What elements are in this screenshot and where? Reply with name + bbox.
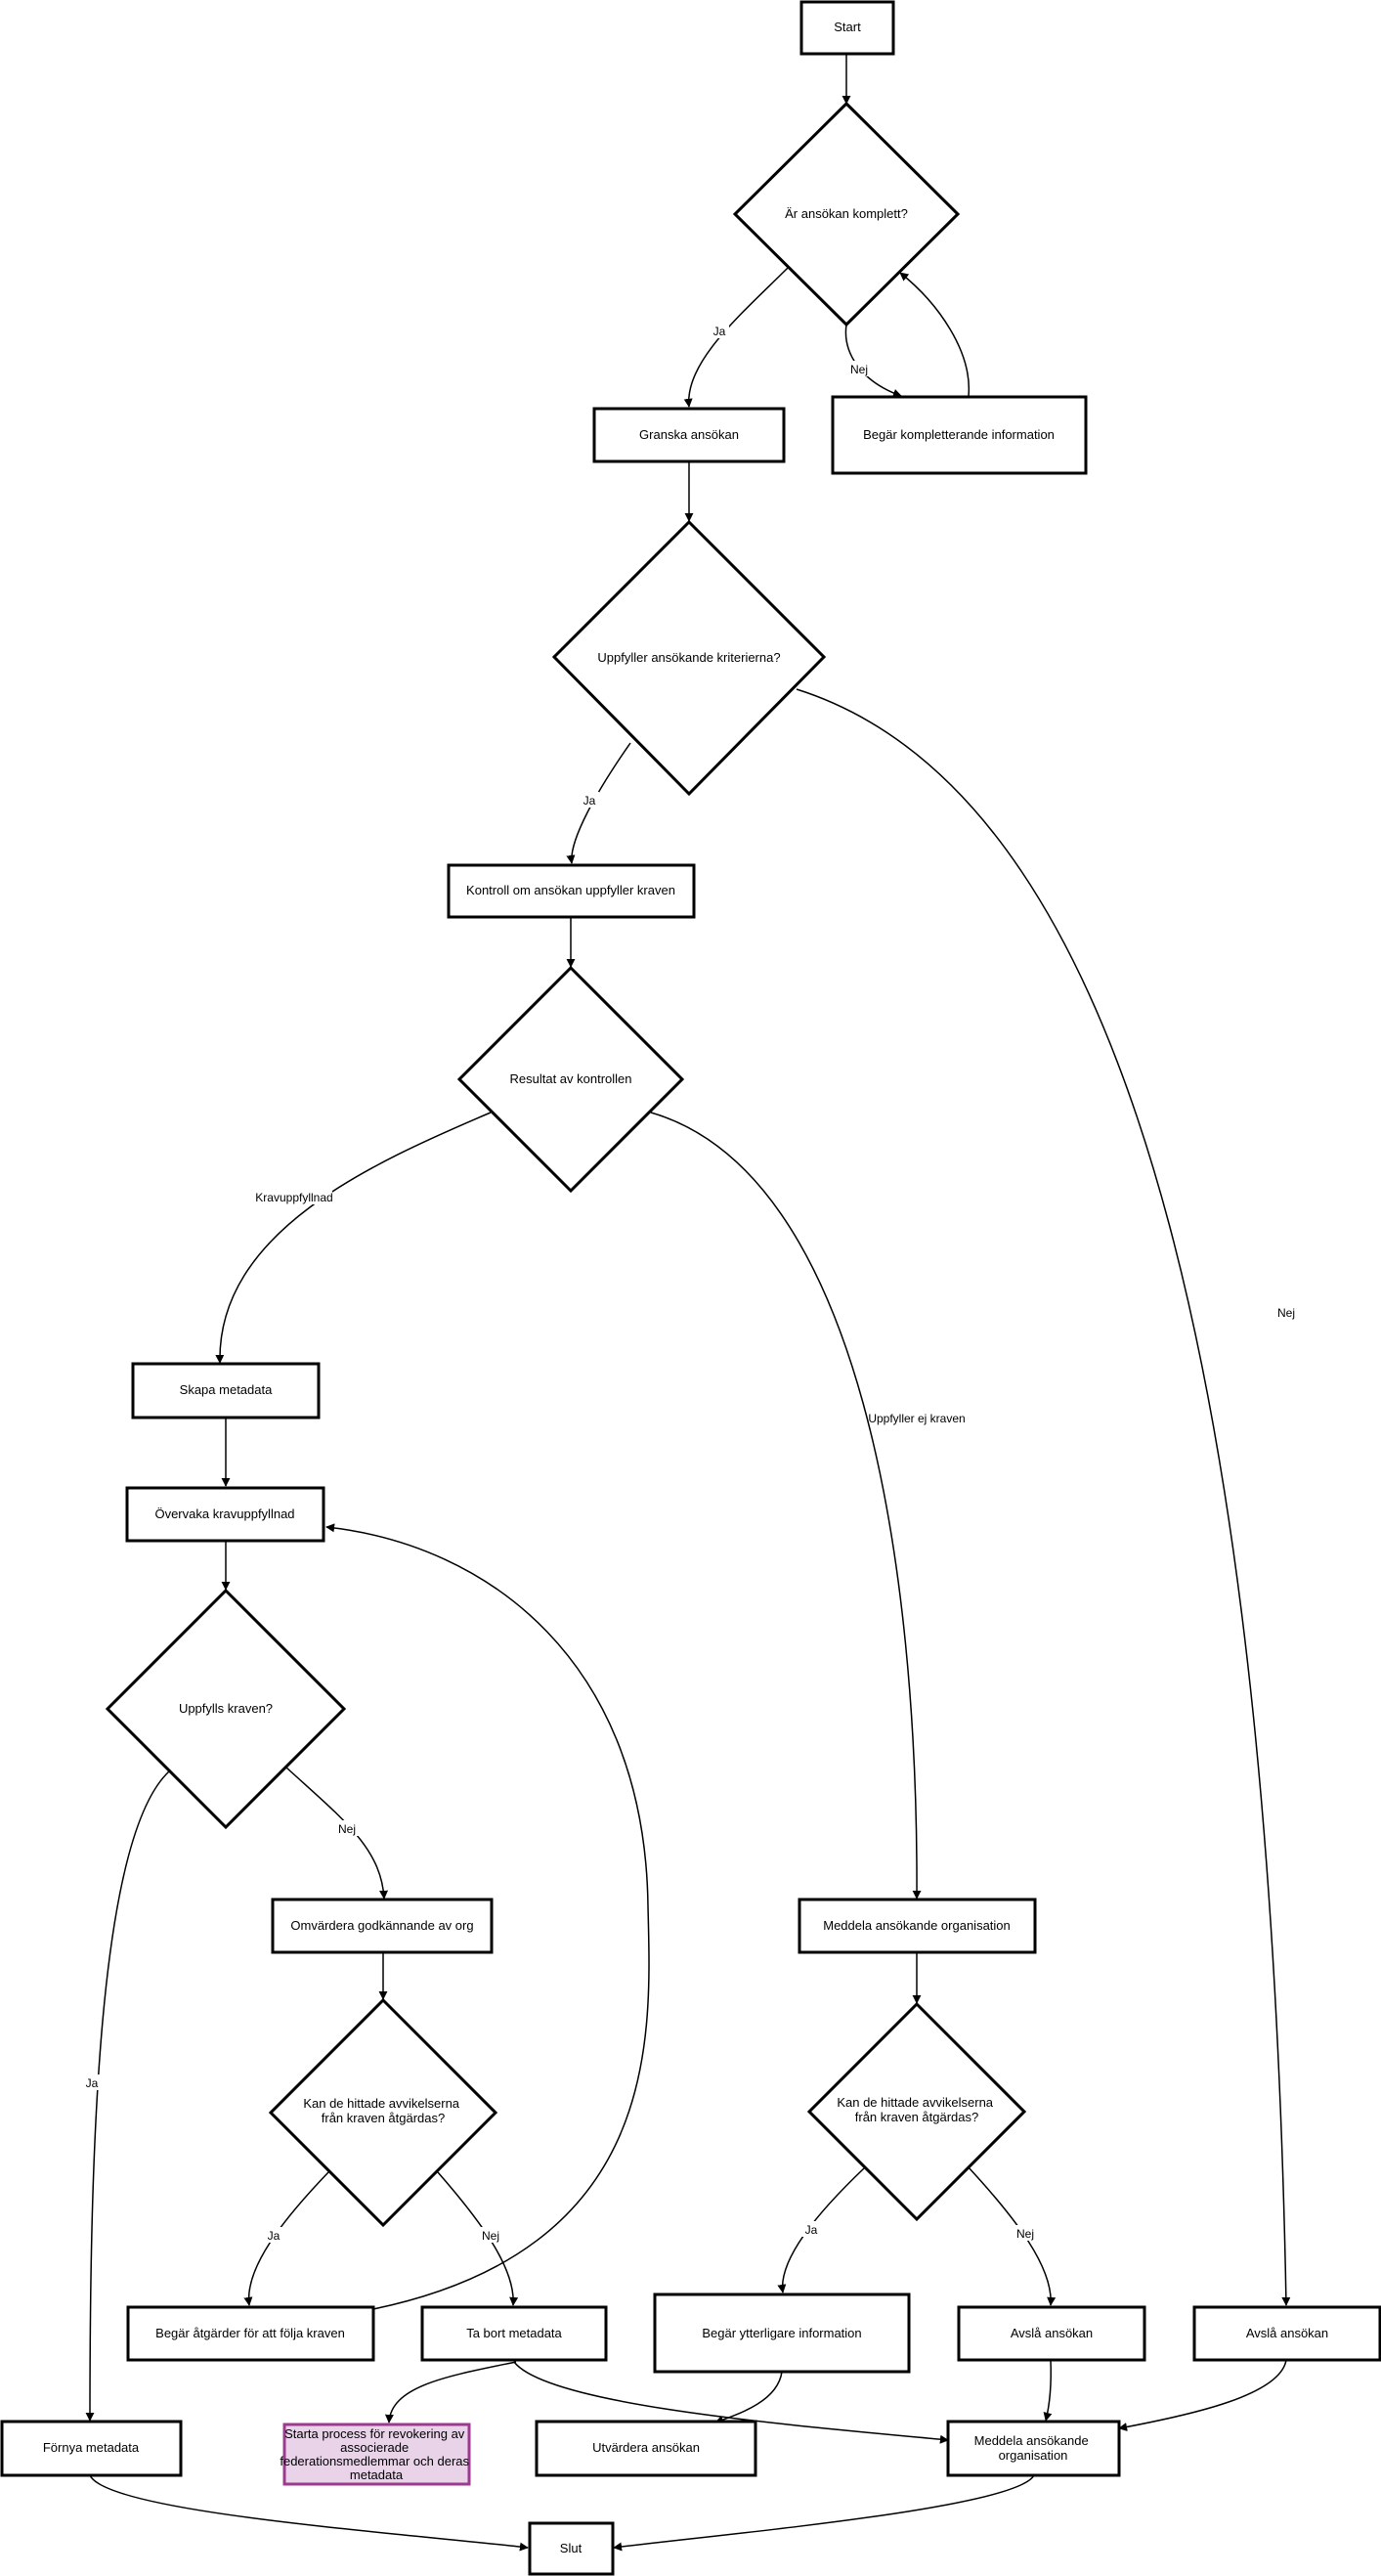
label-result-pass: Kravuppfyllnad [255,1191,332,1204]
node-reject-mid-label: Avslå ansökan [1011,2326,1093,2340]
node-notify-bottom-line1: Meddela ansökande [974,2433,1089,2448]
edge-remove-to-notify [513,2361,949,2444]
node-request-actions[interactable]: Begär åtgärder för att följa kraven [126,2305,375,2362]
node-remove-metadata[interactable]: Ta bort metadata [420,2305,608,2362]
label-fixright-no: Nej [1016,2227,1034,2241]
node-create-metadata-label: Skapa metadata [180,1382,273,1397]
node-result-question[interactable]: Resultat av kontrollen [456,965,685,1194]
label-result-fail: Uppfyller ej kraven [868,1412,965,1425]
edge-notify-to-end [613,2474,1035,2552]
node-notify-org-bottom-label: Meddela ansökande organisation [974,2433,1093,2463]
edge-criteria-yes [566,742,631,864]
node-fix-question-left-line2: från kraven åtgärdas? [322,2111,445,2125]
node-renew-metadata-label: Förnya metadata [43,2440,140,2455]
node-remove-metadata-label: Ta bort metadata [466,2326,562,2340]
edge-rejectright-to-notify [1118,2359,1287,2431]
label-complete-no: Nej [850,363,868,376]
node-result-question-label: Resultat av kontrollen [509,1071,631,1086]
edge-fixright-no [967,2165,1057,2306]
edge-fixright-yes [777,2167,865,2293]
node-control-label: Kontroll om ansökan uppfyller kraven [466,883,675,897]
node-review[interactable]: Granska ansökan [592,407,786,463]
node-review-label: Granska ansökan [639,427,739,442]
edge-actions-back-to-monitor [325,1523,650,2310]
node-reject-right[interactable]: Avslå ansökan [1192,2305,1381,2362]
node-criteria-question[interactable]: Uppfyller ansökande kriterierna? [551,519,827,797]
node-complete-question-label: Är ansökan komplett? [785,206,908,221]
node-notify-bottom-line2: organisation [999,2448,1068,2463]
edge-result-fail [650,1112,922,1899]
edge-fulfilled-yes [85,1770,170,2422]
node-renew-metadata[interactable]: Förnya metadata [0,2420,183,2477]
edge-request-back [899,272,970,397]
node-request-info-label: Begär kompletterande information [863,427,1055,442]
node-request-more[interactable]: Begär ytterligare information [653,2292,911,2374]
node-revoke-line1: Starta process för revokering av [284,2426,465,2441]
node-request-actions-label: Begär åtgärder för att följa kraven [155,2326,345,2340]
edge-rejectmid-to-notify [1043,2359,1053,2422]
edge-labels: Ja Nej Ja Nej Kravuppfyllnad Uppfyller e… [82,323,1299,2243]
label-fulfilled-no: Nej [338,1822,356,1836]
node-start-label: Start [834,20,861,34]
node-monitor[interactable]: Övervaka kravuppfyllnad [125,1486,325,1543]
label-fixright-yes: Ja [805,2223,818,2237]
node-fix-question-right-label: Kan de hittade avvikelserna från kraven … [837,2095,996,2124]
node-fix-question-left-line1: Kan de hittade avvikelserna [303,2096,459,2111]
node-create-metadata[interactable]: Skapa metadata [131,1362,321,1419]
edge-complete-no [844,324,902,398]
edge-renew-to-end [89,2474,529,2552]
node-revoke-process-label: Starta process för revokering av associe… [280,2426,472,2482]
edge-result-pass [215,1112,492,1364]
node-fix-question-right[interactable]: Kan de hittade avvikelserna från kraven … [806,2001,1027,2222]
node-reject-mid[interactable]: Avslå ansökan [957,2305,1146,2362]
node-start[interactable]: Start [799,0,895,56]
edge-criteria-no [796,688,1291,2306]
node-fix-question-left-label: Kan de hittade avvikelserna från kraven … [303,2096,462,2125]
node-revoke-line3: federationsmedlemmar och deras [280,2454,469,2468]
node-revoke-process[interactable]: Starta process för revokering av associe… [280,2423,472,2486]
node-notify-org-bottom[interactable]: Meddela ansökande organisation [946,2420,1121,2477]
edge-more-to-evaluate [714,2371,783,2424]
node-fix-question-right-line1: Kan de hittade avvikelserna [837,2095,993,2110]
node-request-info[interactable]: Begär kompletterande information [831,395,1088,475]
node-complete-question[interactable]: Är ansökan komplett? [732,101,961,327]
label-complete-yes: Ja [713,325,726,338]
edge-fixleft-yes [243,2171,329,2306]
label-fixleft-no: Nej [482,2229,499,2243]
label-fixleft-yes: Ja [268,2229,281,2243]
node-notify-org[interactable]: Meddela ansökande organisation [798,1898,1037,1954]
node-fix-question-right-line2: från kraven åtgärdas? [855,2110,978,2124]
node-fulfilled-question[interactable]: Uppfylls kraven? [105,1588,347,1830]
node-control[interactable]: Kontroll om ansökan uppfyller kraven [447,863,696,919]
node-end-label: Slut [560,2541,583,2555]
label-fulfilled-yes: Ja [86,2076,99,2090]
node-reassess[interactable]: Omvärdera godkännande av org [271,1898,494,1954]
node-reject-right-label: Avslå ansökan [1246,2326,1328,2340]
edge-complete-yes [683,265,791,408]
edge-remove-to-revoke [384,2361,517,2423]
node-monitor-label: Övervaka kravuppfyllnad [154,1506,294,1521]
node-end[interactable]: Slut [528,2521,615,2576]
node-evaluate-label: Utvärdera ansökan [592,2440,700,2455]
node-reassess-label: Omvärdera godkännande av org [290,1918,473,1933]
node-criteria-question-label: Uppfyller ansökande kriterierna? [597,650,780,665]
label-criteria-no: Nej [1277,1306,1295,1320]
node-fulfilled-question-label: Uppfylls kraven? [179,1701,273,1716]
node-revoke-line4: metadata [350,2467,404,2482]
node-fix-question-left[interactable]: Kan de hittade avvikelserna från kraven … [268,1997,498,2228]
node-request-more-label: Begär ytterligare information [702,2326,861,2340]
label-criteria-yes: Ja [583,794,596,808]
node-evaluate[interactable]: Utvärdera ansökan [535,2420,757,2477]
node-revoke-line2: associerade [340,2440,409,2455]
node-notify-org-label: Meddela ansökande organisation [823,1918,1011,1933]
